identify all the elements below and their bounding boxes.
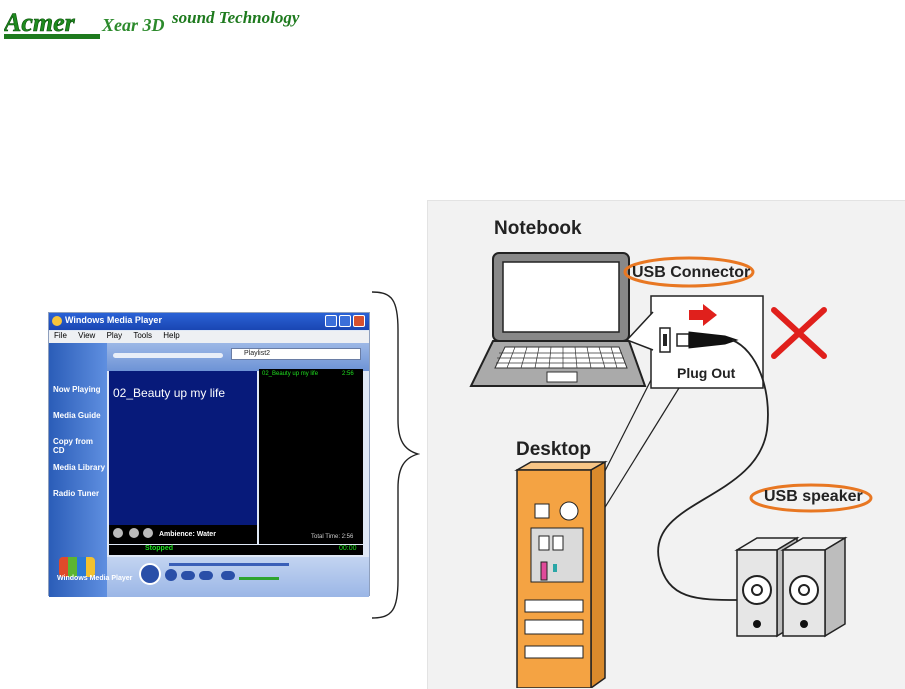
seek-slider[interactable] [169,563,289,566]
logo-product-text: Xear 3D [101,15,165,35]
media-player-app-icon [52,316,62,326]
speaker-right-center [798,584,810,596]
taskbar-now-playing[interactable]: Now Playing [53,385,101,394]
desktop-illustration [514,460,608,688]
taskbar-copy-from-cd[interactable]: Copy from CD [53,437,93,455]
next-button[interactable] [199,571,213,580]
play-button[interactable] [139,563,161,585]
visualization-name: Ambience: Water [159,531,216,538]
playlist-total-time: Total Time: 2:56 [311,534,354,540]
callout-pointer [625,311,654,351]
desktop-drive-bay-1 [524,599,584,613]
media-player-taskbar [49,343,107,597]
plug-out-label: Plug Out [677,365,736,381]
usb-diagram [469,252,873,688]
speaker-right-cone [789,575,819,605]
media-player-titlebar [49,313,369,330]
seek-track[interactable] [113,353,223,358]
notebook-illustration [469,252,647,387]
taskbar-media-library[interactable]: Media Library [53,463,106,472]
usb-connector-highlight [623,256,755,288]
acmer-xear3d-logo: Acmer Xear 3D [4,8,165,39]
prev-button[interactable] [181,571,195,580]
media-player-title: Windows Media Player [65,315,162,325]
logo-underline-bar [4,34,100,39]
logo-brand-text: Acmer [4,8,76,37]
windows-logo-icon [59,557,95,577]
playlist-dropdown[interactable]: Playlist2 [231,348,361,360]
usb-speaker-highlight [749,483,873,513]
now-playing-visualization [109,371,257,525]
brace-path [371,291,420,619]
usb-plug-metal [676,333,690,347]
desktop-drive-bay-2 [524,619,584,635]
media-player-window: Windows Media Player File View Play Tool… [48,312,370,597]
volume-slider[interactable] [239,577,279,580]
minimize-button[interactable] [325,315,337,327]
playback-position: 00:00 [339,545,357,552]
grouping-brace [371,291,420,619]
menu-help[interactable]: Help [163,331,180,340]
desktop-port-pink [540,561,548,581]
stop-button[interactable] [165,569,177,581]
cable-to-speaker [657,339,769,601]
playlist-item[interactable]: 02_Beauty up my life [262,371,319,377]
desktop-usb-port-2 [552,535,564,551]
menu-view[interactable]: View [78,331,96,340]
desktop-label: Desktop [516,439,591,460]
windows-media-player-brand: Windows Media Player [57,575,133,582]
speaker-right-side [824,536,846,638]
menu-file[interactable]: File [54,331,67,340]
usb-plug-body [688,331,739,349]
usb-port-inner [663,334,667,346]
plug-out-arrow [689,304,717,326]
playback-status: Stopped [145,545,173,552]
notebook-keyboard [494,346,628,369]
desktop-case-right [590,460,606,688]
speaker-right-dot [800,620,808,628]
menu-tools[interactable]: Tools [133,331,153,340]
notebook-screen [502,261,620,333]
mute-button[interactable] [221,571,235,580]
desktop-port-teal [553,564,557,572]
plug-out-callout [625,295,764,389]
cross-icon [771,307,827,359]
media-player-menubar: File View Play Tools Help [49,331,369,343]
speaker-left-dot [753,620,761,628]
viz-prev-icon[interactable] [129,528,139,538]
desktop-drive-bay-3 [524,645,584,659]
close-button[interactable] [353,315,365,327]
taskbar-media-guide[interactable]: Media Guide [53,411,101,420]
usb-speakers-illustration [734,536,848,638]
playlist-item-time: 2:56 [342,371,354,377]
current-song-title: 02_Beauty up my life [113,386,226,400]
playlist-pane [259,369,363,544]
menu-play[interactable]: Play [106,331,123,340]
viz-button-icon[interactable] [113,528,123,538]
speaker-left-cone [742,575,772,605]
status-bar [109,545,363,555]
logo-tagline: sound Technology [172,8,300,27]
notebook-keys [496,346,625,369]
speaker-left-center [751,584,763,596]
usb-connector-label: USB Connector [632,264,751,281]
usb-speaker-label: USB speaker [764,488,863,505]
notebook-touchpad [546,371,578,383]
notebook-label: Notebook [494,218,582,239]
maximize-button[interactable] [339,315,351,327]
viz-next-icon[interactable] [143,528,153,538]
taskbar-radio-tuner[interactable]: Radio Tuner [53,489,100,498]
desktop-usb-port-1 [538,535,550,551]
desktop-fan-icon [559,501,579,521]
desktop-power-button [534,503,550,519]
